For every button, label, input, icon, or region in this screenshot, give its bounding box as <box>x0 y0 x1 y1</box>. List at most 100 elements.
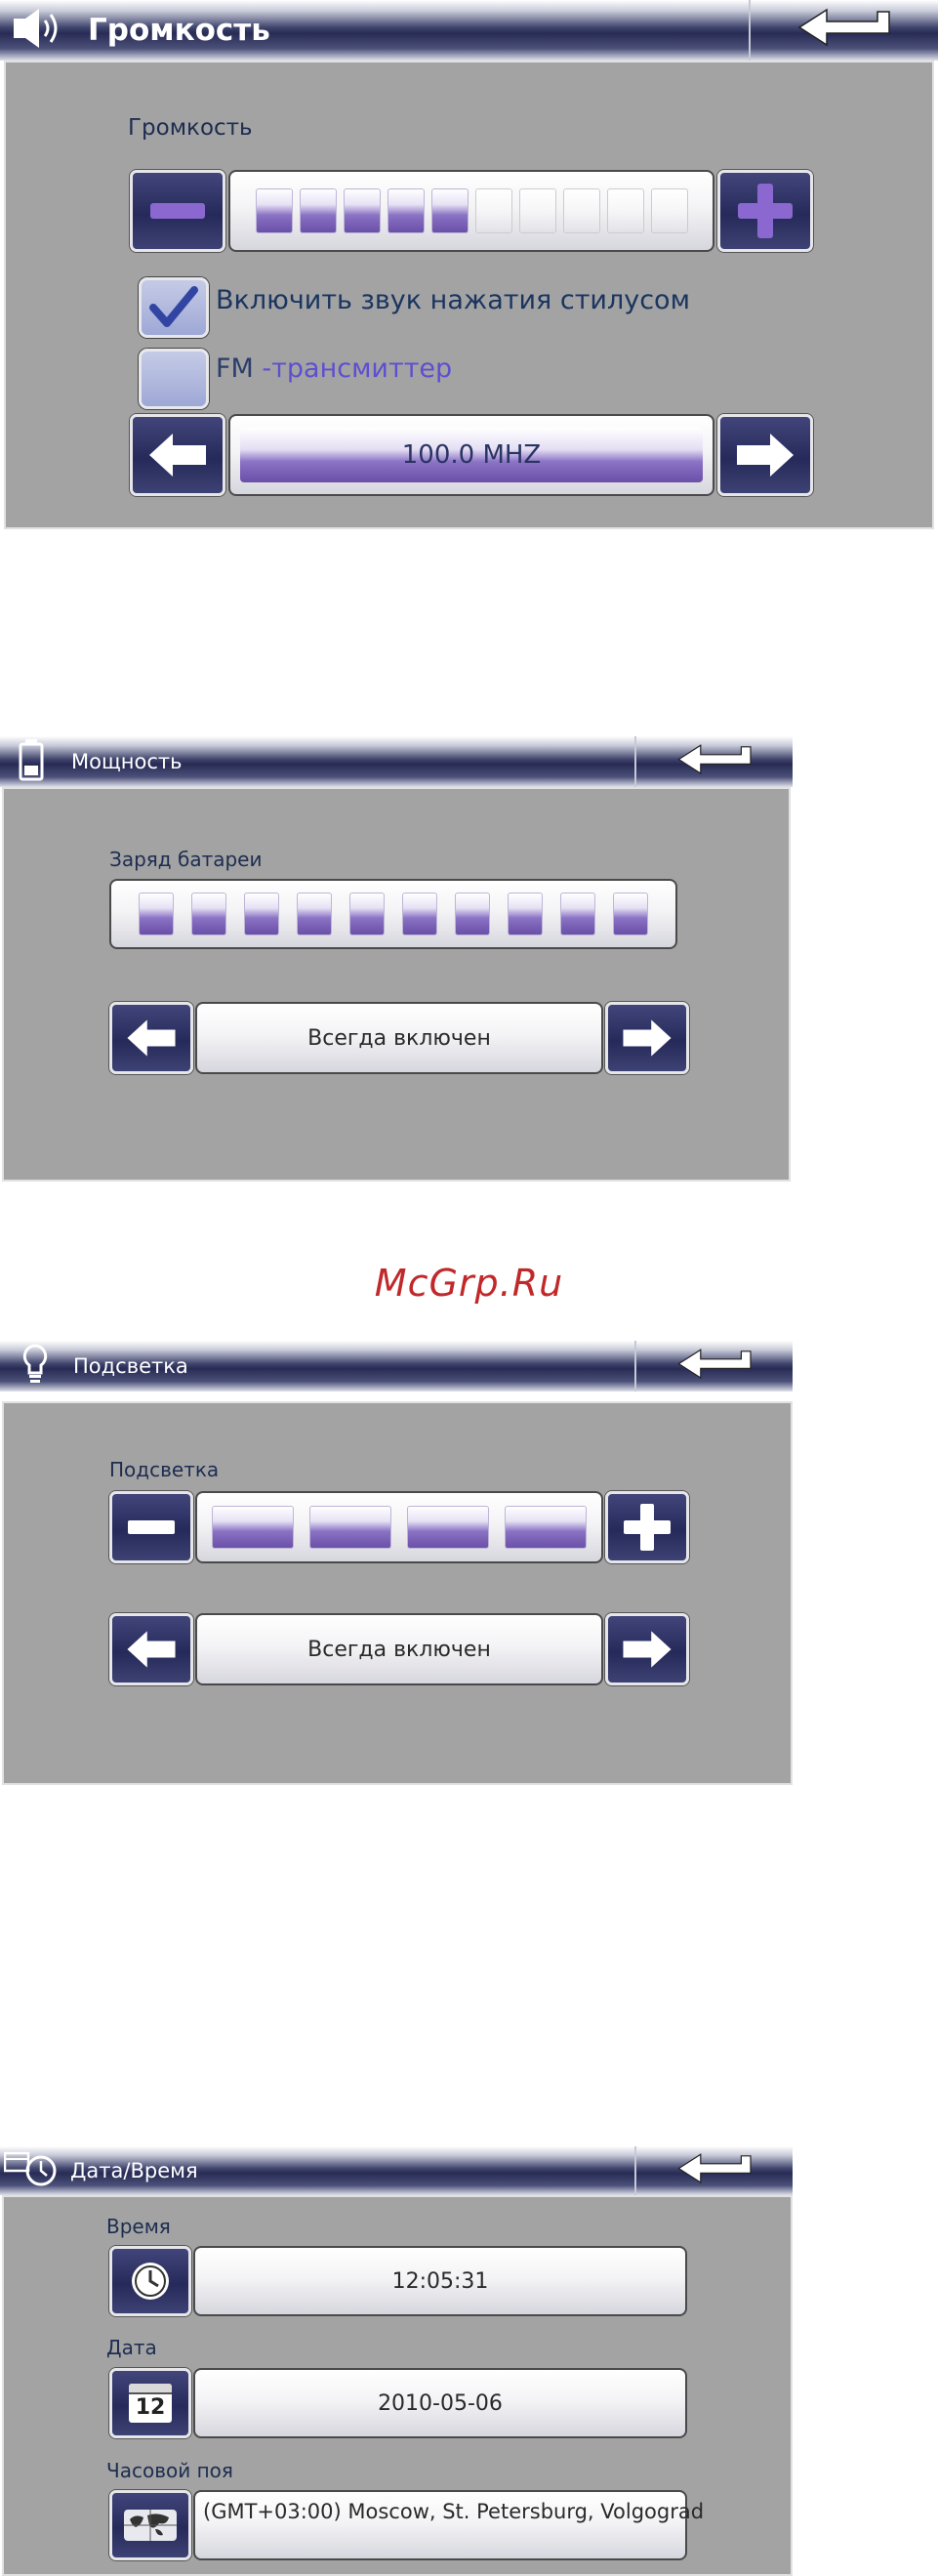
title-separator <box>634 2146 636 2195</box>
volume-segment <box>256 188 293 233</box>
calendar-icon: 12 <box>129 2384 172 2423</box>
date-label: Дата <box>106 2336 157 2359</box>
title-bar: Дата/Время <box>0 2146 793 2195</box>
back-arrow-icon <box>673 1347 758 1386</box>
backlight-segment <box>505 1506 587 1549</box>
watermark-text: McGrp.Ru <box>0 1262 938 1305</box>
arrow-right-icon <box>733 430 797 480</box>
plus-icon <box>624 1504 671 1551</box>
backlight-mode-value: Всегда включен <box>307 1638 491 1662</box>
backlight-minus-button[interactable] <box>109 1491 193 1563</box>
lightbulb-icon <box>21 1343 49 1390</box>
power-mode-prev-button[interactable] <box>109 1002 193 1074</box>
volume-segment <box>563 188 600 233</box>
back-arrow-icon <box>673 742 758 781</box>
timezone-button[interactable] <box>109 2490 191 2560</box>
title-separator <box>634 1341 636 1392</box>
title-bar: Мощность <box>0 736 793 787</box>
backlight-label: Подсветка <box>109 1458 219 1481</box>
time-value: 12:05:31 <box>392 2269 489 2294</box>
calendar-icon-header <box>129 2384 172 2394</box>
backlight-level-bar[interactable] <box>195 1491 603 1563</box>
volume-segment <box>387 188 425 233</box>
backlight-mode-prev-button[interactable] <box>109 1613 193 1685</box>
time-label: Время <box>106 2215 171 2238</box>
time-button[interactable] <box>109 2246 191 2316</box>
volume-segment <box>300 188 337 233</box>
battery-label: Заряд батареи <box>109 848 262 871</box>
arrow-left-icon <box>145 430 210 480</box>
battery-segment <box>139 893 174 935</box>
battery-segment <box>349 893 385 935</box>
plus-icon <box>738 184 793 238</box>
backlight-plus-button[interactable] <box>605 1491 689 1563</box>
battery-segment <box>455 893 490 935</box>
stylus-sound-checkbox[interactable] <box>139 277 209 338</box>
title-separator <box>749 0 751 61</box>
volume-minus-button[interactable] <box>130 170 225 252</box>
frequency-display: 100.0 MHZ <box>228 414 714 496</box>
volume-level-bar[interactable] <box>228 170 714 252</box>
clock-icon <box>128 2259 173 2304</box>
back-button[interactable] <box>638 1341 793 1392</box>
backlight-segment <box>212 1506 294 1549</box>
timezone-value: (GMT+03:00) Moscow, St. Petersburg, Volg… <box>203 2500 704 2523</box>
battery-segment <box>560 893 595 935</box>
battery-segment <box>244 893 279 935</box>
page-title: Дата/Время <box>70 2159 198 2182</box>
world-map-icon <box>122 2506 179 2545</box>
minus-icon <box>150 203 205 219</box>
volume-plus-button[interactable] <box>717 170 813 252</box>
timezone-label: Часовой поя <box>106 2459 233 2482</box>
frequency-next-button[interactable] <box>717 414 813 496</box>
calendar-icon-day: 12 <box>129 2394 172 2422</box>
battery-segments <box>111 881 675 947</box>
checkmark-icon <box>149 286 198 329</box>
back-button[interactable] <box>638 736 793 787</box>
battery-segment <box>297 893 332 935</box>
volume-segment <box>651 188 688 233</box>
datetime-screen: Дата/Время Время 12:05:31 Дата 12 2010-0… <box>0 2146 793 2576</box>
back-arrow-icon <box>673 2151 758 2190</box>
backlight-screen: Подсветка Подсветка Всегда включен <box>0 1341 793 1785</box>
back-arrow-icon <box>792 6 899 55</box>
volume-segment <box>344 188 381 233</box>
back-button[interactable] <box>753 0 938 61</box>
volume-segment <box>431 188 469 233</box>
volume-panel: Громкость Включить звук нажатия стилусом… <box>4 61 934 529</box>
arrow-left-icon <box>124 1628 179 1671</box>
speaker-icon <box>12 7 62 54</box>
calendar-clock-icon <box>4 2149 59 2192</box>
fm-label-prefix: FM <box>216 353 254 384</box>
datetime-panel: Время 12:05:31 Дата 12 2010-05-06 Часово… <box>2 2195 793 2576</box>
minus-icon <box>128 1520 175 1534</box>
timezone-display: (GMT+03:00) Moscow, St. Petersburg, Volg… <box>193 2490 687 2560</box>
power-panel: Заряд батареи Всегда включен <box>2 787 791 1182</box>
fm-transmitter-label: FM -трансмиттер <box>216 353 452 384</box>
frequency-prev-button[interactable] <box>130 414 225 496</box>
power-mode-display: Всегда включен <box>195 1002 603 1074</box>
date-button[interactable]: 12 <box>109 2368 191 2438</box>
fm-transmitter-checkbox[interactable] <box>139 349 209 409</box>
arrow-left-icon <box>124 1017 179 1059</box>
battery-segment <box>402 893 437 935</box>
backlight-mode-next-button[interactable] <box>605 1613 689 1685</box>
battery-segment <box>613 893 648 935</box>
arrow-right-icon <box>620 1017 674 1059</box>
fm-label-suffix: -трансмиттер <box>254 353 452 384</box>
power-mode-next-button[interactable] <box>605 1002 689 1074</box>
arrow-right-icon <box>620 1628 674 1671</box>
frequency-value: 100.0 MHZ <box>402 440 542 470</box>
backlight-panel: Подсветка Всегда включен <box>2 1401 793 1785</box>
back-button[interactable] <box>638 2146 793 2195</box>
title-separator <box>634 736 636 787</box>
power-mode-value: Всегда включен <box>307 1026 491 1051</box>
volume-segment <box>519 188 556 233</box>
volume-segment <box>475 188 512 233</box>
title-bar: Громкость <box>0 0 938 61</box>
page-title: Подсветка <box>73 1354 188 1378</box>
power-screen: Мощность Заряд батареи Всегда включен <box>0 736 793 1184</box>
title-bar: Подсветка <box>0 1341 793 1392</box>
volume-label: Громкость <box>128 115 253 141</box>
page-title: Громкость <box>88 13 270 48</box>
